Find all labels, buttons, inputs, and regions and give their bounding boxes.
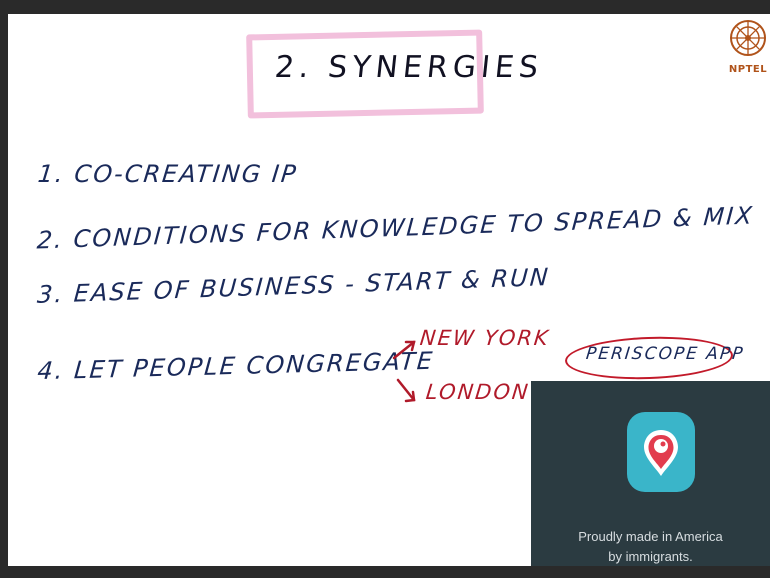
nptel-logo: NPTEL	[727, 14, 769, 84]
frame-border-bottom	[0, 566, 770, 578]
periscope-label: PERISCOPE APP	[584, 344, 746, 364]
nptel-emblem-icon	[730, 20, 766, 56]
periscope-app-icon	[627, 412, 695, 492]
arrow-to-new-york	[392, 340, 416, 360]
city-new-york: NEW YORK	[418, 326, 552, 350]
arrow-to-london	[396, 378, 416, 402]
tagline-line-2: by immigrants.	[608, 549, 693, 564]
video-tagline: Proudly made in America by immigrants.	[531, 527, 770, 567]
video-overlay[interactable]: Proudly made in America by immigrants.	[531, 381, 770, 566]
city-london: LONDON	[424, 380, 531, 404]
frame-border-top	[0, 0, 770, 14]
tagline-line-1: Proudly made in America	[578, 529, 723, 544]
nptel-logo-text: NPTEL	[728, 64, 768, 75]
frame-border-left	[0, 0, 8, 578]
